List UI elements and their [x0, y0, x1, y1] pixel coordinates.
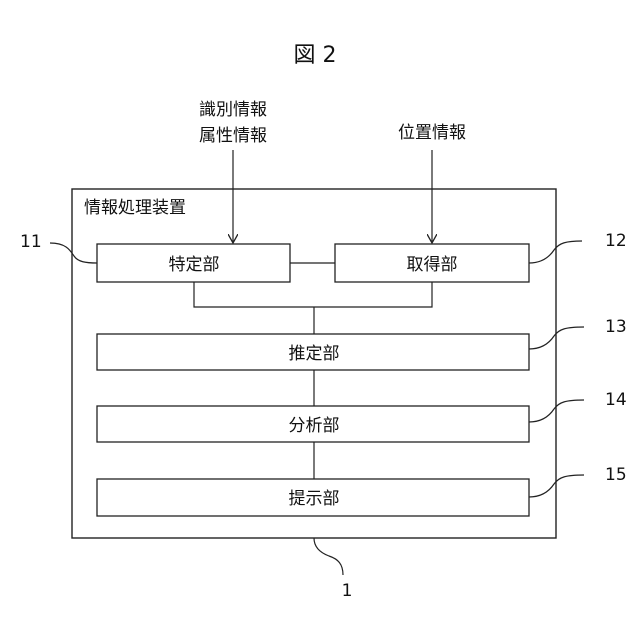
- present-ref-number: 15: [605, 465, 627, 485]
- analyze-ref-number: 14: [605, 390, 627, 410]
- estimate-block-label: 推定部: [289, 344, 340, 364]
- device-ref-number: 1: [342, 581, 353, 601]
- identify-ref-leader: [50, 243, 97, 263]
- attribute-info-label: 属性情報: [199, 126, 267, 146]
- acquire-ref-number: 12: [605, 231, 627, 251]
- analyze-block: 分析部: [97, 406, 529, 442]
- analyze-block-label: 分析部: [289, 416, 340, 436]
- acquire-block-label: 取得部: [407, 255, 458, 275]
- present-block-label: 提示部: [289, 489, 340, 509]
- figure-title: 図 2: [294, 43, 337, 68]
- acquire-block: 取得部: [335, 244, 529, 282]
- present-block: 提示部: [97, 479, 529, 516]
- identify-block-label: 特定部: [169, 255, 220, 275]
- estimate-block: 推定部: [97, 334, 529, 370]
- estimate-ref-number: 13: [605, 317, 627, 337]
- location-info-label: 位置情報: [398, 123, 466, 143]
- device-ref-leader: [314, 538, 343, 575]
- device-label: 情報処理装置: [84, 198, 186, 218]
- identification-info-label: 識別情報: [199, 100, 267, 120]
- merge-connector: [194, 282, 432, 307]
- identify-ref-number: 11: [20, 232, 42, 252]
- identify-block: 特定部: [97, 244, 290, 282]
